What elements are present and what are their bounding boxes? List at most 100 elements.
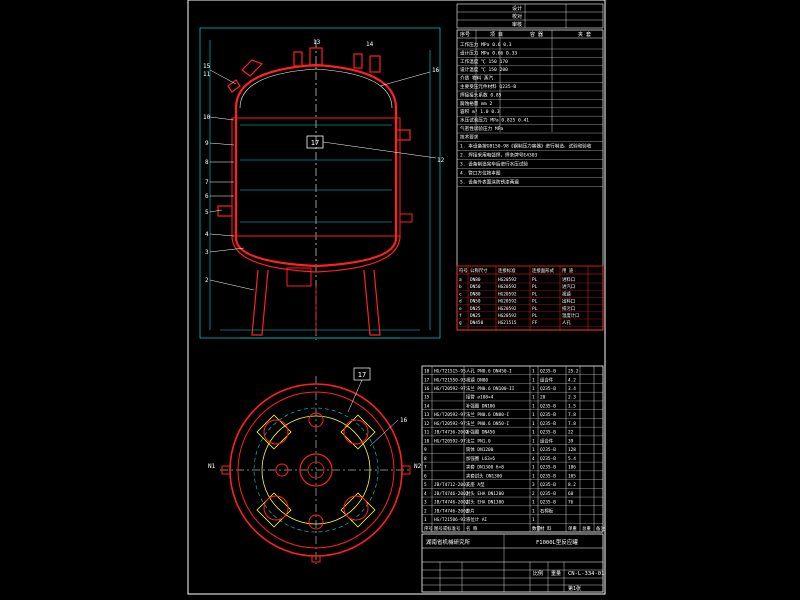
- nozzle-cell: PL: [532, 277, 538, 283]
- parts-header: 数量: [532, 525, 541, 532]
- parts-cell: 法兰 PN0.6 DN100-II: [466, 385, 515, 392]
- parts-cell: Q235-B: [540, 473, 556, 479]
- parts-cell: 1: [532, 421, 535, 427]
- nozzle-cell: PL: [532, 299, 538, 305]
- center-callout-text: 17: [311, 139, 319, 147]
- support-lug-ne: [340, 414, 376, 450]
- parts-cell: 7: [424, 465, 427, 471]
- parts-cell: 组合件: [540, 376, 554, 383]
- callout-12: 12: [437, 157, 445, 164]
- parts-cell: 1: [532, 473, 535, 479]
- parts-cell: 7.8: [568, 421, 576, 427]
- parts-cell: JB/T4746-2002: [434, 508, 469, 514]
- parts-cell: 20: [540, 395, 546, 401]
- parts-cell: 4.2: [568, 377, 576, 383]
- nozzle-cell: a: [459, 278, 462, 283]
- parts-cell: 1.5: [568, 403, 576, 409]
- parts-cell: 14: [424, 403, 430, 409]
- callout-10: 10: [203, 114, 211, 121]
- left-callouts: 15 11 10 9 8 7 6 5 4 3 2: [203, 63, 255, 291]
- title-weight-label: 重量: [551, 570, 561, 577]
- title-drawing-no: CN-L-334-01: [568, 571, 604, 577]
- callout-4: 4: [205, 231, 209, 238]
- parts-cell: 接管 ∅108×4: [466, 394, 494, 401]
- support-lug-nw: [256, 414, 292, 450]
- spec-line: 设计温度 ℃ 150 200: [460, 66, 508, 73]
- parts-cell: Q235-B: [540, 447, 556, 453]
- spec-line: 腐蚀裕量 mm 2: [460, 100, 492, 107]
- spec-line: 容积 m³ 1.0 0.3: [460, 108, 500, 115]
- parts-header: 单重: [568, 525, 577, 532]
- parts-cell: 17: [424, 377, 430, 383]
- parts-cell: 8.2: [568, 482, 576, 488]
- side-nozzle-left: [217, 205, 233, 217]
- spec-line: 技术要求: [460, 133, 479, 140]
- top-nozzle-center: [309, 47, 323, 67]
- title-name: F1000L型反应罐: [536, 538, 578, 546]
- parts-cell: Q235-B: [540, 465, 556, 471]
- parts-cell: HG/T20592-97: [434, 438, 466, 444]
- nozzle-cell: 进料口: [562, 276, 575, 283]
- parts-cell: 11: [424, 430, 430, 436]
- spec-header-3: 夹 套: [578, 31, 591, 38]
- bottom-head: [234, 237, 398, 268]
- parts-cell: 垫片: [466, 507, 475, 514]
- title-block: 湖南省机械研究所 F1000L型反应罐 CN-L-334-01 比例 重量 第1…: [421, 533, 604, 593]
- parts-cell: Q235-B: [540, 403, 556, 409]
- bolt-circle: [261, 415, 371, 525]
- jacket-bottom-head: [231, 235, 401, 273]
- spec-line: 3. 设备制造完毕后进行水压试验: [460, 160, 528, 167]
- callout-3: 3: [205, 249, 209, 256]
- nozzle-c: [263, 495, 289, 521]
- support-leg-right: [363, 269, 381, 336]
- parts-cell: 夹套封头 DN1300: [466, 472, 502, 479]
- spec-line: 工作压力 MPa 0.6 0.3: [460, 41, 512, 48]
- parts-cell: 1: [532, 430, 535, 436]
- parts-cell: 1: [424, 517, 427, 523]
- nozzle-header: 连接面形式: [532, 267, 555, 274]
- parts-cell: 筒体 DN1200: [466, 446, 494, 453]
- parts-cell: 1: [532, 395, 535, 401]
- parts-cell: 补强圈 DN100: [466, 402, 495, 409]
- spec-line: 设计压力 MPa 0.66 0.33: [460, 49, 517, 56]
- spec-line: 1. 本设备按GB150-98《钢制压力容器》进行制造、试验和验收: [460, 142, 592, 149]
- spec-line: 水压试验压力 MPa 0.825 0.41: [460, 117, 529, 124]
- parts-cell: 人孔 PN0.6 DN450-I: [466, 368, 512, 375]
- parts-cell: 加强圈 L63×6: [466, 455, 495, 462]
- parts-cell: 组合件: [540, 437, 554, 444]
- parts-cell: 1: [532, 369, 535, 375]
- top-nozzle-far-right: [369, 55, 381, 73]
- parts-cell: 3: [532, 482, 535, 488]
- callout-7: 7: [205, 179, 209, 186]
- spec-top-row-0: 设计: [512, 5, 522, 12]
- leader-line: [322, 141, 437, 159]
- parts-cell: 1: [532, 386, 535, 392]
- parts-cell: HG/T21515-95: [434, 369, 466, 375]
- support-leg-left: [251, 269, 269, 336]
- nozzle-cell: 温度计口: [562, 312, 580, 319]
- parts-cell: 2: [532, 491, 535, 497]
- parts-cell: 法兰 PN0.6 DN80-I: [466, 411, 510, 418]
- nozzle-cell: DN80: [470, 291, 481, 297]
- side-lug-left: [221, 465, 231, 475]
- parts-cell: 1: [532, 403, 535, 409]
- callout-15: 15: [203, 63, 211, 70]
- nozzle-cell: 出料口: [562, 298, 575, 305]
- callout-13: 13: [313, 39, 321, 46]
- parts-cell: 1: [532, 377, 535, 383]
- inner-circle: [253, 407, 379, 533]
- parts-cell: 128: [568, 447, 576, 453]
- nozzle-header: 符号: [459, 267, 468, 274]
- parts-cell: 1: [532, 412, 535, 418]
- title-sheet-label: 第1张: [568, 585, 581, 592]
- parts-header: 备注: [596, 525, 605, 532]
- parts-cell: 支座 A型: [466, 481, 485, 488]
- parts-cell: 76: [568, 500, 574, 506]
- parts-cell: 12: [424, 421, 430, 427]
- nozzle-cell: DN25: [470, 313, 481, 319]
- callout-16: 16: [432, 67, 440, 74]
- nozzle-cell: PL: [532, 313, 538, 319]
- nozzle-a: [263, 419, 289, 445]
- parts-cell: 2.3: [568, 395, 576, 401]
